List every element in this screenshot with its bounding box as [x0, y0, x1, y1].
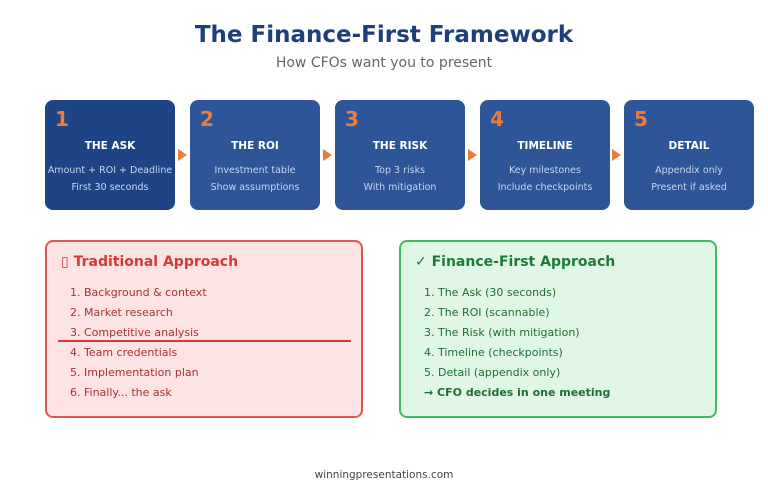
step-number: 2 — [200, 107, 214, 131]
list-item: 3. Competitive analysis — [70, 326, 199, 339]
step-title: DETAIL — [668, 140, 710, 152]
list-item-conclusion: → CFO decides in one meeting — [424, 386, 611, 399]
step-detail: Amount + ROI + Deadline — [47, 165, 173, 176]
step-detail: First 30 seconds — [71, 182, 149, 193]
list-item: 6. Finally... the ask — [70, 386, 172, 399]
arrow-right-icon — [612, 149, 621, 161]
footer-source: winningpresentations.com — [314, 469, 454, 481]
step-number: 1 — [55, 107, 69, 131]
list-item: 4. Team credentials — [70, 346, 178, 359]
step-detail: With mitigation — [363, 182, 437, 193]
step-title: THE RISK — [372, 140, 428, 152]
step-number: 3 — [345, 107, 359, 131]
step-title: THE ROI — [231, 140, 279, 152]
arrow-right-icon — [323, 149, 332, 161]
list-item: 4. Timeline (checkpoints) — [424, 346, 563, 359]
divider-line — [58, 340, 351, 342]
step-detail: Top 3 risks — [374, 165, 426, 176]
list-item: 5. Detail (appendix only) — [424, 366, 561, 379]
list-item: 2. The ROI (scannable) — [424, 306, 550, 319]
step-title: TIMELINE — [517, 140, 573, 152]
arrow-right-icon — [178, 149, 187, 161]
finance-first-approach-panel: ✓ Finance-First Approach 1. The Ask (30 … — [399, 240, 717, 418]
step-card-timeline: 4 TIMELINE Key milestones Include checkp… — [480, 100, 610, 210]
page-subtitle: How CFOs want you to present — [275, 55, 493, 71]
step-detail: Key milestones — [509, 165, 581, 176]
list-item: 3. The Risk (with mitigation) — [424, 326, 580, 339]
traditional-approach-heading: ▯ Traditional Approach — [61, 254, 239, 270]
list-item: 1. Background & context — [70, 286, 207, 299]
arrow-right-icon — [468, 149, 477, 161]
step-detail: Include checkpoints — [497, 182, 593, 193]
step-title: THE ASK — [84, 140, 136, 152]
step-card-the-risk: 3 THE RISK Top 3 risks With mitigation — [335, 100, 465, 210]
step-detail: Show assumptions — [210, 182, 300, 193]
step-card-the-ask: 1 THE ASK Amount + ROI + Deadline First … — [45, 100, 175, 210]
list-item: 1. The Ask (30 seconds) — [424, 286, 557, 299]
step-card-detail: 5 DETAIL Appendix only Present if asked — [624, 100, 754, 210]
step-number: 4 — [490, 107, 504, 131]
page-title: The Finance-First Framework — [194, 22, 574, 48]
step-card-the-roi: 2 THE ROI Investment table Show assumpti… — [190, 100, 320, 210]
step-number: 5 — [634, 107, 648, 131]
list-item: 5. Implementation plan — [70, 366, 199, 379]
finance-first-approach-heading: ✓ Finance-First Approach — [415, 254, 616, 270]
traditional-approach-panel: ▯ Traditional Approach 1. Background & c… — [45, 240, 363, 418]
step-detail: Investment table — [214, 165, 296, 176]
step-detail: Appendix only — [655, 165, 723, 176]
step-detail: Present if asked — [651, 182, 727, 193]
list-item: 2. Market research — [70, 306, 173, 319]
